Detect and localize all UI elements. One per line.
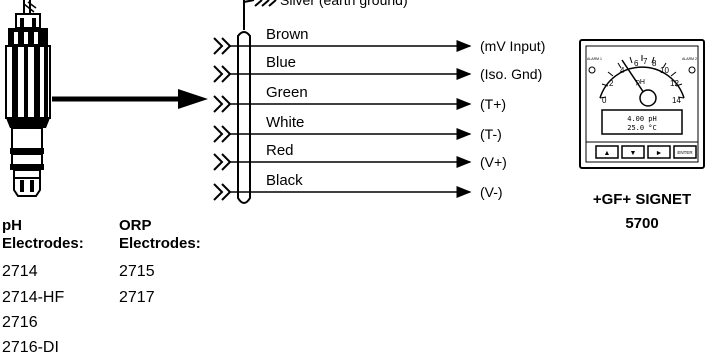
wire-color-label: Red xyxy=(266,142,294,159)
wire-destination-label: (V-) xyxy=(480,184,503,200)
alarm-lamp-right xyxy=(688,66,696,74)
ph-model-item: 2716 xyxy=(2,314,38,331)
dial-number: 2 xyxy=(609,79,614,88)
wire-chevron xyxy=(213,65,232,83)
wire-color-label: Brown xyxy=(266,26,309,43)
wire-chevron xyxy=(213,153,232,171)
wire-chevron xyxy=(213,37,232,55)
dial-number: 8 xyxy=(652,59,657,68)
dial-number: 12 xyxy=(670,79,679,88)
wire-destination-label: (T-) xyxy=(480,126,502,142)
up-button[interactable]: ▲ xyxy=(595,145,619,159)
dial-number: 7 xyxy=(643,57,648,66)
dial-number: 6 xyxy=(634,59,639,68)
lcd-line-1: 4.00 pH xyxy=(627,115,657,123)
dial-number: 14 xyxy=(672,96,681,105)
ph-electrodes-title-line-1: pH xyxy=(2,217,22,234)
ph-electrodes-title-line-2: Electrodes: xyxy=(2,235,84,252)
dial-scale-numbers: 0 2 4 6 7 8 10 12 14 xyxy=(602,57,681,105)
alarm-left-label: ALARM 1 xyxy=(587,57,602,61)
wire-destination-label: (V+) xyxy=(480,154,507,170)
down-arrow-icon: ▼ xyxy=(630,150,637,157)
cable-arrow xyxy=(52,89,208,109)
enter-button[interactable]: ENTER xyxy=(673,145,697,159)
lcd-line-2: 25.0 °C xyxy=(627,124,657,132)
ph-electrodes-list: pH Electrodes: 2714 2714-HF 2716 2716-DI xyxy=(2,217,84,356)
wire-chevron xyxy=(213,95,232,113)
ph-model-item: 2714-HF xyxy=(2,289,64,306)
wire-color-label: Green xyxy=(266,84,308,101)
ground-label: Silver (earth ground) xyxy=(280,0,408,8)
cable-sheath xyxy=(237,31,251,204)
alarm-lamp-left xyxy=(588,66,596,74)
wire-blue: Blue (Iso. Gnd) xyxy=(213,54,542,83)
wire-color-label: Black xyxy=(266,172,303,189)
wire-destination-label: (mV Input) xyxy=(480,38,545,54)
wire-destination-label: (T+) xyxy=(480,96,506,112)
orp-electrodes-title-line-1: ORP xyxy=(119,217,152,234)
ground-symbol xyxy=(254,0,277,7)
wire-destination-label: (Iso. Gnd) xyxy=(480,66,542,82)
right-button[interactable]: ► xyxy=(647,145,671,159)
ground-wire: Silver (earth ground) xyxy=(243,0,408,30)
dial-pivot xyxy=(639,89,657,107)
dial-ticks xyxy=(599,55,685,99)
lcd-display xyxy=(601,109,683,135)
wire-chevron xyxy=(213,125,232,143)
orp-electrodes-list: ORP Electrodes: 2715 2717 xyxy=(119,217,201,306)
wire-green: Green (T+) xyxy=(213,84,506,113)
dial-scale-arc xyxy=(599,66,685,99)
wire-color-label: Blue xyxy=(266,54,296,71)
wire-group: Brown (mV Input) Blue (Iso. Gnd) Green (… xyxy=(213,26,545,201)
wire-brown: Brown (mV Input) xyxy=(213,26,545,55)
wire-color-label: White xyxy=(266,114,304,131)
down-button[interactable]: ▼ xyxy=(621,145,645,159)
meter-brand-line-2: 5700 xyxy=(625,215,658,232)
dial-number: 4 xyxy=(620,66,625,75)
orp-electrodes-title-line-2: Electrodes: xyxy=(119,235,201,252)
ph-electrode-illustration xyxy=(5,0,51,197)
dial-unit-label: pH xyxy=(636,79,645,86)
right-arrow-icon: ► xyxy=(656,150,663,157)
enter-button-label: ENTER xyxy=(677,150,693,155)
ph-model-item: 2716-DI xyxy=(2,339,59,356)
meter-brand-line-1: +GF+ SIGNET xyxy=(593,191,691,208)
orp-model-item: 2715 xyxy=(119,263,155,280)
orp-model-item: 2717 xyxy=(119,289,155,306)
dial-number: 10 xyxy=(660,66,669,75)
dial-number: 0 xyxy=(602,96,607,105)
wire-red: Red (V+) xyxy=(213,142,507,171)
wire-chevron xyxy=(213,183,232,201)
wire-white: White (T-) xyxy=(213,114,502,143)
alarm-right-label: ALARM 2 xyxy=(682,57,697,61)
up-arrow-icon: ▲ xyxy=(604,150,611,157)
ph-model-item: 2714 xyxy=(2,263,38,280)
wire-black: Black (V-) xyxy=(213,172,503,201)
signet-5700-meter: ALARM 1 ALARM 2 0 2 4 6 7 8 10 12 14 xyxy=(579,39,705,169)
